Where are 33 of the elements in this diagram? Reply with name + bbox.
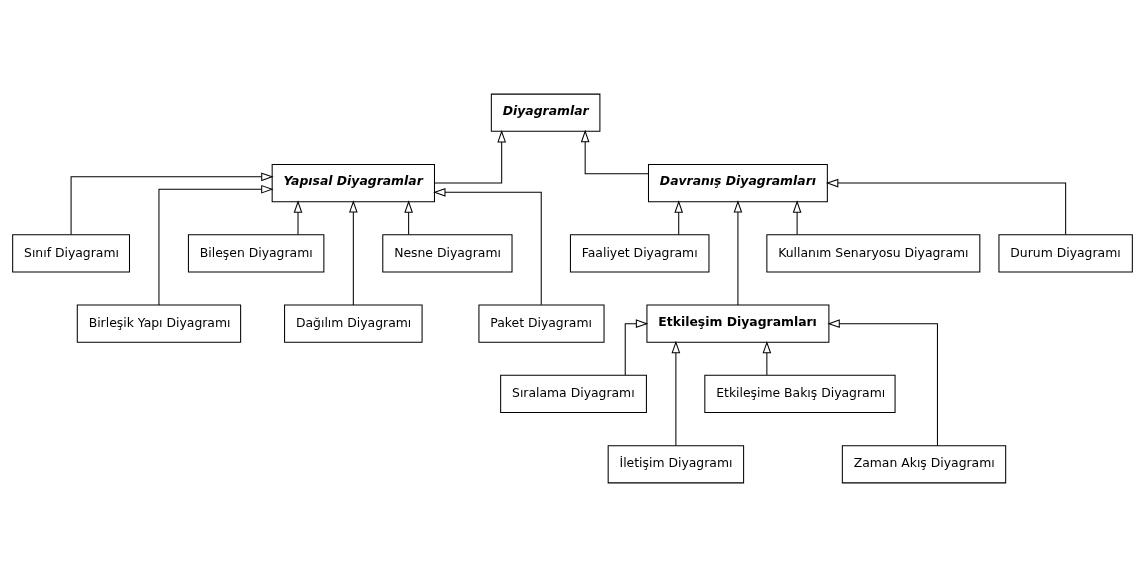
node-box: Sıralama Diyagramı	[500, 374, 647, 413]
node-box: Kullanım Senaryosu Diyagramı	[766, 233, 981, 272]
arrow	[434, 129, 507, 184]
node-box: Bileşen Diyagramı	[187, 233, 325, 272]
arrow	[293, 199, 303, 235]
arrow	[580, 129, 649, 174]
node-box: Birleşik Yapı Diyagramı	[76, 304, 242, 343]
node-box: Dağılım Diyagramı	[284, 304, 423, 343]
node-box: Nesne Diyagramı	[382, 233, 513, 272]
node-box: Paket Diyagramı	[478, 304, 605, 343]
arrow	[158, 184, 274, 305]
node-box: Zaman Akış Diyagramı	[841, 444, 1007, 483]
arrow	[825, 178, 1067, 235]
node-box: İletişim Diyagramı	[607, 444, 745, 483]
arrow	[671, 340, 681, 446]
node-box: Davranış Diyagramları	[647, 163, 828, 202]
arrow	[348, 199, 358, 305]
arrow	[762, 340, 772, 376]
arrow	[624, 318, 649, 376]
arrow	[733, 199, 743, 305]
arrow	[404, 199, 413, 235]
node-box: Durum Diyagramı	[998, 233, 1133, 272]
node-box: Etkileşim Diyagramları	[646, 304, 830, 343]
node-box: Diyagramlar	[490, 93, 601, 132]
node-box: Yapısal Diyagramlar	[271, 163, 435, 202]
arrow	[674, 199, 684, 235]
arrow	[827, 318, 938, 446]
arrow	[792, 199, 802, 235]
node-box: Faaliyet Diyagramı	[569, 233, 710, 272]
node-box: Etkileşime Bakış Diyagramı	[704, 374, 896, 413]
arrow	[70, 172, 274, 235]
node-box: Sınıf Diyagramı	[12, 233, 130, 272]
arrow	[433, 187, 542, 305]
